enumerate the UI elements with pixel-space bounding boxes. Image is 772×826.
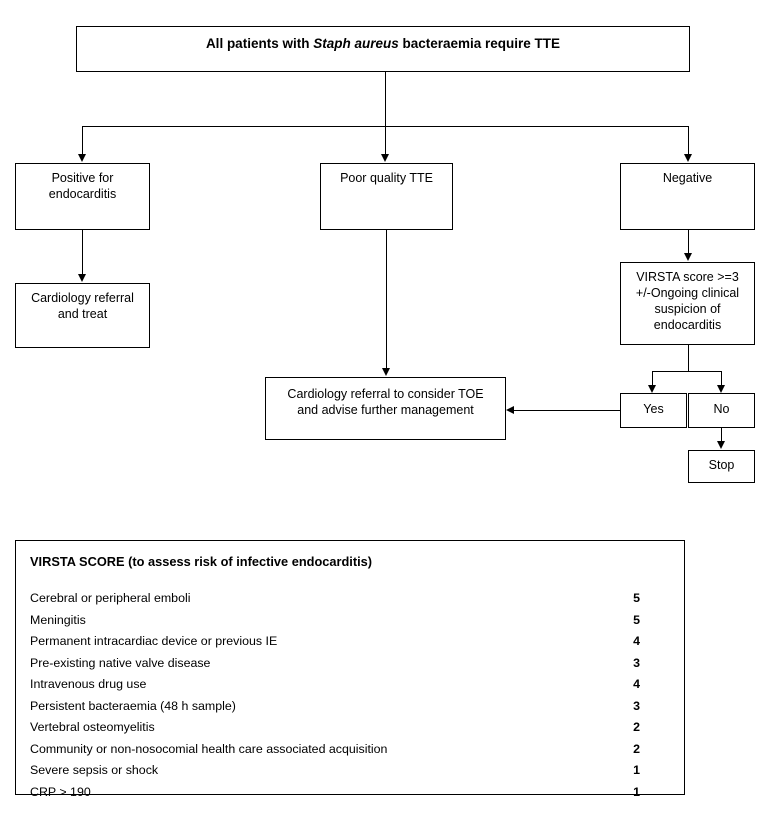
arrowhead-yes [648, 385, 656, 393]
node-virsta-score-label: VIRSTA score >=3 +/-Ongoing clinical sus… [635, 270, 740, 332]
score-row-label: Intravenous drug use [30, 677, 147, 691]
score-row-label: Persistent bacteraemia (48 h sample) [30, 698, 236, 713]
score-row-label: Cerebral or peripheral emboli [30, 591, 191, 605]
node-all-patients-tte: All patients with Staph aureus bacteraem… [76, 26, 690, 72]
score-row: Cerebral or peripheral emboli 5 [30, 588, 662, 610]
score-row: Meningitis 5 [30, 610, 662, 632]
virsta-score-title: VIRSTA SCORE (to assess risk of infectiv… [30, 554, 373, 569]
arrowhead-negative-to-virsta [684, 253, 692, 261]
score-row-label: Community or non-nosocomial health care … [30, 741, 388, 756]
connector-yesno-horizontal [652, 371, 722, 372]
node-virsta-score: VIRSTA score >=3 +/-Ongoing clinical sus… [620, 262, 755, 345]
arrowhead-yes-to-cardtoe [506, 406, 514, 414]
score-row-label: Permanent intracardiac device or previou… [30, 634, 278, 648]
arrowhead-left-leg [78, 154, 86, 162]
score-row: CRP > 190 1 [30, 782, 662, 804]
score-row: Community or non-nosocomial health care … [30, 739, 662, 761]
top-suffix-text: bacteraemia require TTE [398, 36, 561, 51]
score-row: Intravenous drug use 4 [30, 674, 662, 696]
arrowhead-positive-to-cardref [78, 274, 86, 282]
node-stop: Stop [688, 450, 755, 483]
arrowhead-middle-leg [381, 154, 389, 162]
connector-leg-right [688, 126, 689, 155]
score-row-value: 2 [633, 741, 640, 756]
score-row: Severe sepsis or shock 1 [30, 760, 662, 782]
connector-virsta-stem [688, 345, 689, 372]
score-row-label: CRP > 190 [30, 784, 91, 799]
score-row-label: Pre-existing native valve disease [30, 655, 211, 670]
virsta-score-rows: Cerebral or peripheral emboli 5 Meningit… [30, 588, 662, 803]
node-positive-for-endocarditis-label: Positive for endocarditis [48, 171, 117, 201]
score-row-value: 4 [633, 677, 640, 691]
connector-leg-no [721, 371, 722, 386]
node-negative-label: Negative [662, 171, 713, 185]
connector-negative-to-virsta [688, 230, 689, 254]
node-cardiology-referral-and-treat: Cardiology referral and treat [15, 283, 150, 348]
arrowhead-no [717, 385, 725, 393]
score-row-value: 5 [633, 612, 640, 627]
score-row-value: 5 [633, 591, 640, 605]
arrowhead-no-to-stop [717, 441, 725, 449]
connector-yes-to-cardtoe [513, 410, 620, 411]
node-no: No [688, 393, 755, 428]
arrowhead-right-leg [684, 154, 692, 162]
arrowhead-poor-to-cardtoe [382, 368, 390, 376]
score-row-value: 1 [633, 763, 640, 777]
node-no-label: No [713, 402, 730, 416]
score-row-label: Severe sepsis or shock [30, 763, 159, 777]
node-cardiology-referral-and-treat-label: Cardiology referral and treat [31, 291, 134, 321]
connector-poor-to-cardtoe [386, 230, 387, 369]
node-stop-label: Stop [708, 458, 735, 472]
score-row-value: 1 [633, 784, 640, 799]
connector-no-to-stop [721, 428, 722, 443]
score-row-label: Meningitis [30, 612, 86, 627]
score-row-value: 3 [633, 698, 640, 713]
score-row: Permanent intracardiac device or previou… [30, 631, 662, 653]
score-row: Persistent bacteraemia (48 h sample) 3 [30, 696, 662, 718]
connector-leg-left [82, 126, 83, 155]
node-yes-label: Yes [643, 402, 664, 416]
node-negative: Negative [620, 163, 755, 230]
node-yes: Yes [620, 393, 687, 428]
score-row-value: 2 [633, 720, 640, 734]
node-poor-quality-tte: Poor quality TTE [320, 163, 453, 230]
node-all-patients-tte-label: All patients with Staph aureus bacteraem… [77, 36, 689, 71]
score-row-value: 4 [633, 634, 640, 648]
connector-leg-middle [385, 126, 386, 155]
connector-positive-to-cardref [82, 230, 83, 275]
node-cardiology-referral-toe-label: Cardiology referral to consider TOE and … [287, 387, 484, 417]
score-row: Vertebral osteomyelitis 2 [30, 717, 662, 739]
node-cardiology-referral-toe: Cardiology referral to consider TOE and … [265, 377, 506, 440]
score-row: Pre-existing native valve disease 3 [30, 653, 662, 675]
node-positive-for-endocarditis: Positive for endocarditis [15, 163, 150, 230]
score-row-label: Vertebral osteomyelitis [30, 720, 155, 734]
top-italic-text: Staph aureus [313, 36, 399, 51]
connector-trunk-vertical [385, 72, 386, 126]
connector-leg-yes [652, 371, 653, 386]
virsta-score-panel: VIRSTA SCORE (to assess risk of infectiv… [15, 540, 685, 799]
score-row-value: 3 [633, 655, 640, 670]
node-poor-quality-tte-label: Poor quality TTE [340, 171, 433, 185]
top-prefix-text: All patients with [205, 36, 314, 51]
